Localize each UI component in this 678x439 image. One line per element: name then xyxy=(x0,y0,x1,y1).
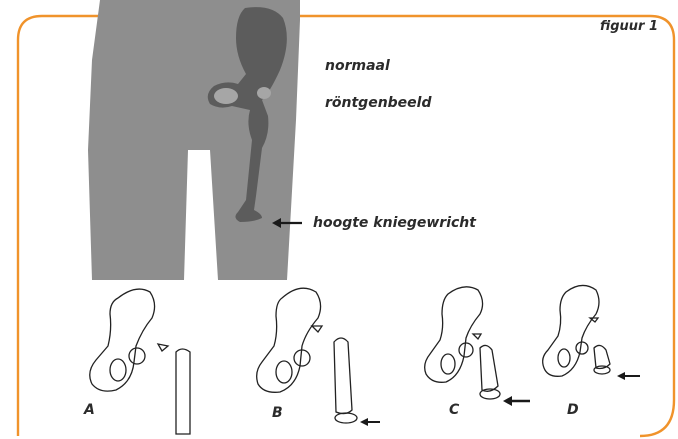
left-arrow-icon xyxy=(503,396,530,406)
stage-label-d: D xyxy=(567,403,579,417)
figure-title: figuur 1 xyxy=(600,20,658,33)
xray-silhouette xyxy=(88,0,300,280)
left-arrow-icon xyxy=(360,418,380,426)
xray-label-line2: röntgenbeeld xyxy=(325,96,432,110)
stage-d-drawing xyxy=(543,285,610,376)
xray-label-line1: normaal xyxy=(325,59,390,73)
stage-label-a: A xyxy=(84,403,95,417)
stage-c-drawing xyxy=(425,287,500,399)
knee-height-label: hoogte kniegewricht xyxy=(313,216,476,230)
stage-a-drawing xyxy=(90,289,190,434)
stage-label-c: C xyxy=(449,403,459,417)
left-arrow-icon xyxy=(617,372,640,380)
stage-b-drawing xyxy=(257,288,357,423)
stage-label-b: B xyxy=(272,406,283,420)
